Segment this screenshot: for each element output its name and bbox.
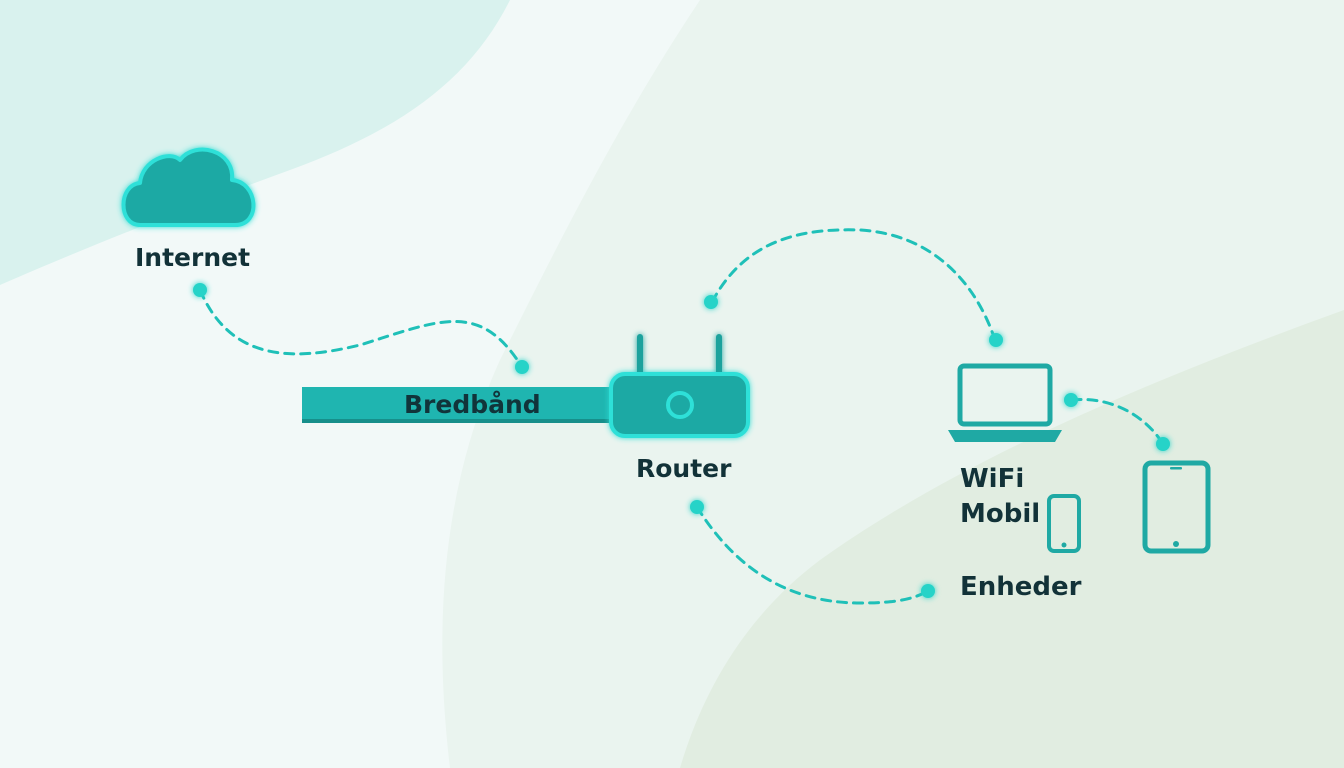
internet-label: Internet	[135, 243, 251, 272]
dot-router-bottom	[690, 500, 704, 514]
connection-dots	[193, 283, 1170, 598]
tablet-icon	[1142, 460, 1211, 554]
dot-broadband	[515, 360, 529, 374]
connection-router-laptop	[710, 228, 997, 342]
bg-wave-bottomright	[680, 310, 1344, 768]
dot-tablet-top	[1156, 437, 1170, 451]
laptop-icon	[948, 363, 1062, 442]
connection-lines	[198, 228, 1165, 605]
dot-laptop-top	[989, 333, 1003, 347]
broadband-label: Bredbånd	[404, 390, 541, 419]
connection-internet-broadband	[198, 288, 524, 369]
connection-laptop-tablet	[1070, 397, 1165, 446]
wifi-label: WiFi	[960, 464, 1025, 494]
dot-laptop-right	[1064, 393, 1078, 407]
router-icon	[609, 334, 750, 438]
broadband-bar	[302, 387, 614, 423]
connection-router-enheder	[695, 505, 930, 605]
phone-icon	[1047, 494, 1081, 553]
mobil-label: Mobil	[960, 499, 1041, 529]
enheder-label: Enheder	[960, 572, 1082, 602]
dot-enheder	[921, 584, 935, 598]
router-label: Router	[636, 454, 732, 483]
cloud-icon	[121, 147, 256, 227]
dot-internet	[193, 283, 207, 297]
dot-router-top	[704, 295, 718, 309]
